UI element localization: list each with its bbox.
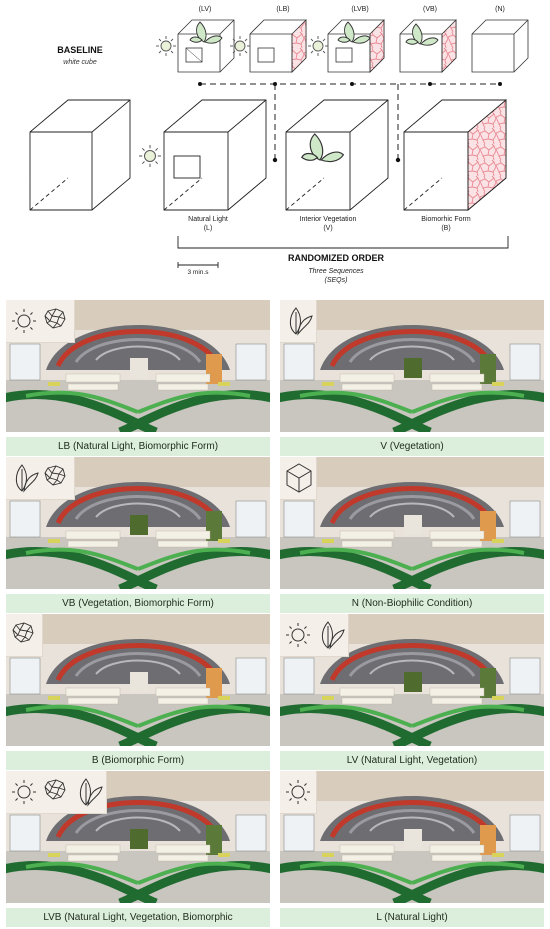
sequences-line-2: (SEQs) <box>325 277 348 284</box>
panorama-image <box>6 614 270 746</box>
panel-caption: V (Vegetation) <box>280 437 544 456</box>
biomorphic-cube <box>403 99 507 211</box>
panel-caption: VB (Vegetation, Biomorphic Form) <box>6 594 270 613</box>
panorama-image <box>280 457 544 589</box>
condition-icons <box>280 614 349 657</box>
sun-icon <box>12 309 36 333</box>
duration-label: 3 min.s <box>188 269 210 276</box>
top-label-lvb: (LVB) <box>351 6 368 13</box>
leaf-icon <box>289 307 313 336</box>
baseline-title: BASELINE <box>57 45 103 55</box>
voronoi-icon <box>44 465 66 486</box>
randomized-title: RANDOMIZED ORDER <box>288 253 384 263</box>
panorama-image <box>280 300 544 432</box>
leaf-icon <box>79 778 103 807</box>
panel-caption: B (Biomorphic Form) <box>6 751 270 770</box>
experiment-diagram: BASELINE white cube (LV) (LB) (LVB) (VB)… <box>29 6 529 284</box>
voronoi-icon <box>44 308 66 329</box>
natural-light-cube <box>163 99 267 211</box>
stage-label-b-name: Biomorhic Form <box>421 216 471 223</box>
stage-label-v-code: (V) <box>323 225 332 232</box>
small-cube-n <box>471 19 529 73</box>
stage-label-b-code: (B) <box>441 225 450 232</box>
panel-caption: LB (Natural Light, Biomorphic Form) <box>6 437 270 456</box>
panel-caption: L (Natural Light) <box>280 908 544 927</box>
sun-icon <box>138 144 162 168</box>
leaf-icon <box>301 133 344 163</box>
panorama-image <box>6 771 270 903</box>
small-cube-lb <box>249 19 307 73</box>
baseline-cube <box>29 99 131 211</box>
small-cube-vb <box>399 19 457 73</box>
condition-icons <box>280 771 317 814</box>
voronoi-icon <box>44 779 66 800</box>
randomized-bracket <box>177 236 509 268</box>
stage-label-l-name: Natural Light <box>188 216 228 223</box>
panel-caption: N (Non-Biophilic Condition) <box>280 594 544 613</box>
top-label-n: (N) <box>495 6 505 13</box>
voronoi-icon <box>12 622 34 643</box>
small-cube-lvb <box>327 19 385 73</box>
baseline-subtitle: white cube <box>63 59 97 66</box>
condition-icons <box>6 457 75 500</box>
condition-icons <box>6 300 75 343</box>
sequences-line-1: Three Sequences <box>308 268 364 275</box>
panorama-image <box>6 457 270 589</box>
sun-icon <box>286 623 310 647</box>
panel-caption: LVB (Natural Light, Vegetation, Biomorph… <box>6 908 270 927</box>
small-cube-lv <box>177 19 235 73</box>
top-label-lb: (LB) <box>276 6 289 13</box>
top-label-vb: (VB) <box>423 6 437 13</box>
condition-icons <box>280 300 317 343</box>
condition-icons <box>280 457 317 500</box>
condition-icons <box>6 614 43 657</box>
stage-label-v-name: Interior Vegetation <box>300 216 357 223</box>
panel-caption: LV (Natural Light, Vegetation) <box>280 751 544 770</box>
sun-icon <box>286 780 310 804</box>
leaf-icon <box>321 621 345 650</box>
panorama-image <box>6 300 270 432</box>
cube-icon <box>286 463 312 493</box>
panorama-image <box>280 771 544 903</box>
stage-label-l-code: (L) <box>204 225 213 232</box>
panorama-image <box>280 614 544 746</box>
leaf-icon <box>15 464 39 493</box>
top-label-lv: (LV) <box>199 6 212 13</box>
sun-icon <box>12 780 36 804</box>
vegetation-cube <box>285 99 389 211</box>
condition-icons <box>6 771 107 814</box>
